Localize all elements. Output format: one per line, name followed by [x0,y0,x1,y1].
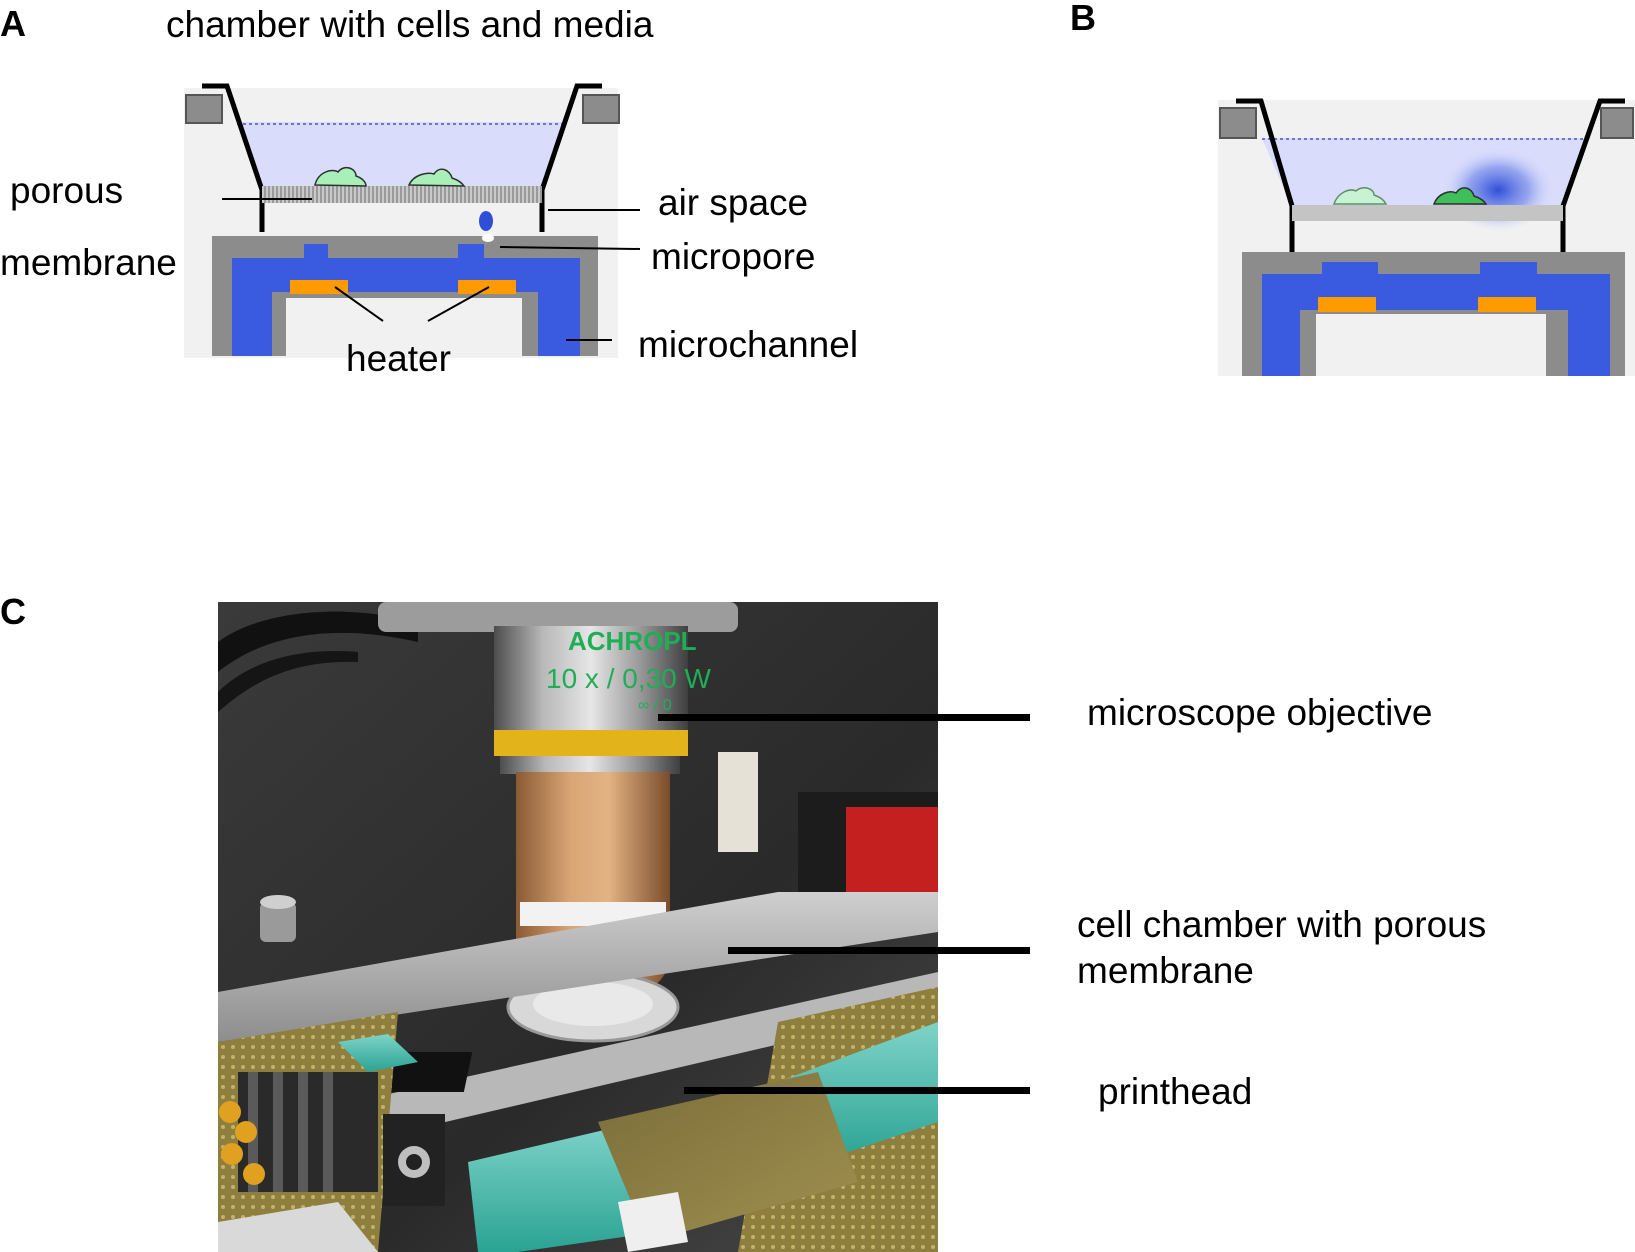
porous-membrane-b [1292,205,1563,221]
panel-a-title: chamber with cells and media [166,4,654,45]
droplet [479,211,493,231]
chamber-rim-left [185,94,223,124]
panel-b-schematic [1218,98,1635,376]
label-cell-chamber-line1: cell chamber with porous [1077,904,1487,945]
yellow-ring [494,730,688,756]
panel-letter-a: A [0,3,26,44]
leader-microscope-objective [658,714,1030,721]
chamber-rim-left-b [1219,107,1257,139]
cable-lower [218,651,358,712]
label-micropore: micropore [651,236,816,277]
knob-top [260,895,296,909]
leader-cell-chamber [728,947,1030,954]
objective-inf-text: ∞ / 0 [638,697,672,714]
chamber-wall-left-b [1236,98,1295,252]
objective-brand-text: ACHROPL [568,626,697,656]
label-cell-chamber-line2: membrane [1077,950,1254,991]
meniscus [482,234,494,242]
chamber-wall-right-b [1560,98,1625,252]
leader-heater-right [427,286,490,322]
panel-letter-c: C [0,591,26,632]
ribbon-bottom [468,1122,658,1252]
white-strip [618,1192,688,1252]
capacitor [235,1121,257,1143]
label-microchannel: microchannel [638,324,859,365]
label-membrane: membrane [0,242,177,283]
cell-2 [407,168,466,187]
chamber-wall-left [202,83,265,232]
heater-right-b [1478,297,1536,312]
metal-ring [500,756,680,774]
cell-chamber-inner [533,982,653,1026]
porous-membrane [262,186,542,203]
cell-b-2 [1432,187,1488,205]
leader-printhead [684,1087,1030,1094]
microchannel-blue [232,244,580,356]
media-fill [237,122,566,188]
cell-b-1 [1332,187,1388,205]
label-microscope-objective: microscope objective [1087,692,1433,733]
microchannel-blue-b [1262,262,1610,376]
panel-letter-b: B [1070,0,1096,38]
gray-ribbon [218,1202,378,1252]
heater-left-b [1318,297,1376,312]
ribbon-left [338,1034,418,1072]
chamber-wall-right [539,83,602,232]
leader-heater-left [334,286,384,322]
label-heater: heater [346,338,451,379]
capacitor [221,1143,243,1165]
capacitor [243,1163,265,1185]
label-printhead: printhead [1098,1071,1253,1112]
connector-hole-center [406,1154,422,1170]
knob [260,902,296,942]
chamber-rim-right-b [1600,107,1634,139]
objective-mag-text: 10 x / 0,30 W [546,663,712,694]
upper-plate [218,892,938,1042]
cable [218,611,418,672]
nosepiece [378,602,738,632]
leader-micropore [499,246,641,250]
label-air-space: air space [658,182,809,223]
white-card [718,752,758,852]
lower-plate [308,972,938,1147]
label-porous: porous [10,170,124,211]
microscope-setup-photo: ACHROPL 10 x / 0,30 W ∞ / 0 [218,602,938,1252]
heater-left [290,280,348,294]
cell-1 [314,166,367,187]
capacitor [219,1101,241,1123]
panel-a-schematic [184,83,641,358]
chamber-rim-right [582,94,620,124]
objective-barrel [494,626,688,744]
